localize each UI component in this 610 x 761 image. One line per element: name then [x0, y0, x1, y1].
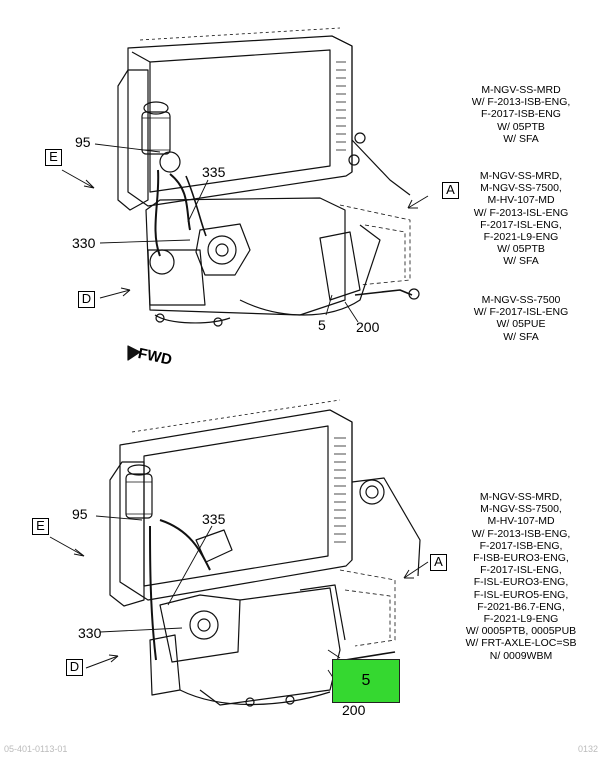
upper-callout-5: 5 [318, 317, 326, 333]
upper-note-3: M-NGV-SS-7500 W/ F-2017-ISL-ENG W/ 05PUE… [473, 294, 569, 343]
lower-callout-95: 95 [72, 506, 88, 522]
upper-radiator-assembly [117, 27, 420, 327]
footer-drawing-number: 05-401-0113-01 [4, 744, 68, 754]
upper-note-1: M-NGV-SS-MRD W/ F-2013-ISB-ENG, F-2017-I… [471, 84, 571, 145]
highlighted-part-5[interactable]: 5 [332, 659, 400, 703]
upper-view-label-a: A [442, 182, 459, 199]
lower-view-label-d: D [66, 659, 83, 676]
lower-radiator-assembly [109, 399, 421, 707]
lower-callout-335: 335 [202, 511, 226, 527]
upper-callout-200: 200 [356, 319, 380, 335]
lower-callout-330: 330 [78, 625, 102, 641]
lower-view-label-e: E [32, 518, 49, 535]
lower-callout-200: 200 [342, 702, 366, 718]
lower-note: M-NGV-SS-MRD, M-NGV-SS-7500, M-HV-107-MD… [465, 491, 577, 662]
upper-callout-95: 95 [75, 134, 91, 150]
upper-callout-335: 335 [202, 164, 226, 180]
footer-page-code: 0132 [578, 744, 599, 754]
upper-view-label-e: E [45, 149, 62, 166]
upper-view-label-d: D [78, 291, 95, 308]
upper-callout-330: 330 [72, 235, 96, 251]
lower-view-label-a: A [430, 554, 447, 571]
upper-note-2: M-NGV-SS-MRD, M-NGV-SS-7500, M-HV-107-MD… [473, 170, 569, 268]
